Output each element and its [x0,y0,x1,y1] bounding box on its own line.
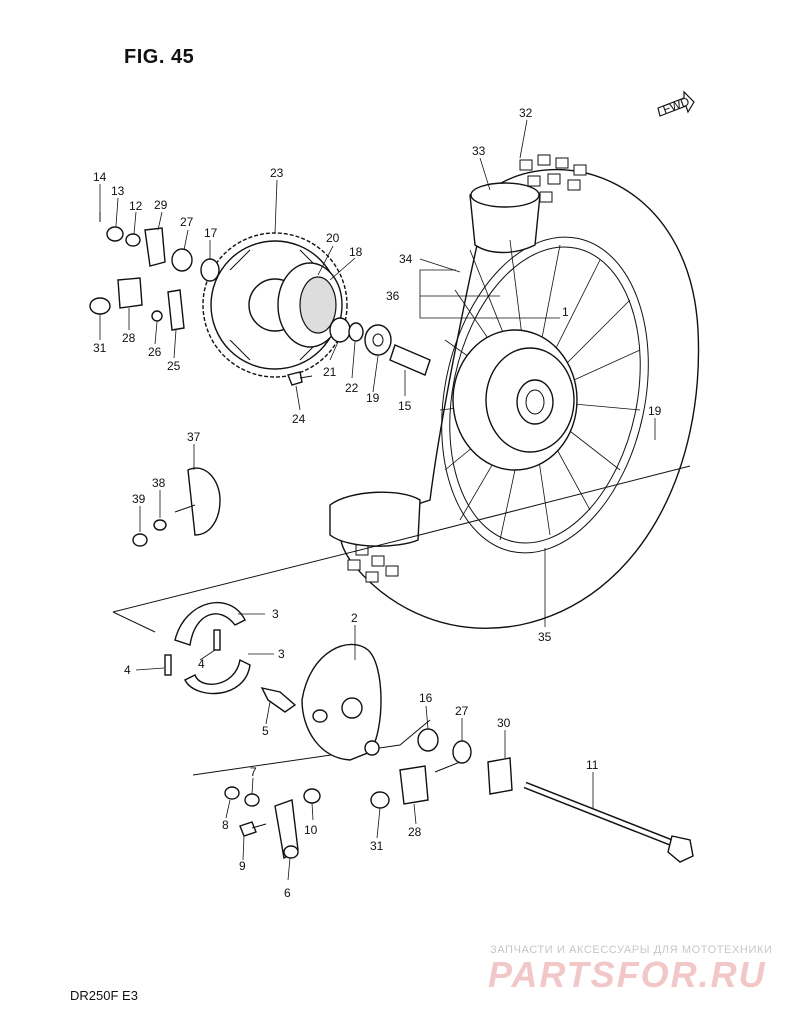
callout-38: 38 [152,476,166,490]
callout-17: 17 [204,226,218,240]
callout-28-upper: 28 [122,331,136,345]
callout-2: 2 [351,611,358,625]
callout-20: 20 [326,231,340,245]
callout-18: 18 [349,245,363,259]
callout-3-upper-shoe: 3 [272,607,279,621]
callout-7: 7 [250,765,257,779]
brake-panel [301,643,382,761]
fwd-arrow-icon: FWD [657,90,695,117]
callout-26: 26 [148,345,162,359]
callout-27-lower: 27 [455,704,469,718]
callout-39: 39 [132,492,146,506]
callout-6: 6 [284,886,291,900]
callout-23: 23 [270,166,284,180]
callout-15: 15 [398,399,412,413]
callout-10: 10 [304,823,318,837]
callout-11: 11 [586,758,599,772]
watermark-caption: ЗАПЧАСТИ И АКСЕССУАРЫ ДЛЯ МОТОТЕХНИКИ [490,944,773,956]
callout-36: 36 [386,289,400,303]
callout-22: 22 [345,381,359,395]
rear-axle [523,781,694,863]
callout-12: 12 [129,199,143,213]
callout-4-right: 4 [198,657,205,671]
figure-title: FIG. 45 [124,46,195,68]
callout-21: 21 [323,365,337,379]
callout-37: 37 [187,430,201,444]
callout-24: 24 [292,412,306,426]
callout-35: 35 [538,630,552,644]
callout-25: 25 [167,359,181,373]
wheel-hub [452,329,578,471]
callout-31-upper: 31 [93,341,107,355]
callout-9: 9 [239,859,246,873]
callout-28-lower: 28 [408,825,422,839]
callout-19-right: 19 [648,404,662,418]
callout-3-lower-shoe: 3 [278,647,285,661]
callout-16: 16 [419,691,433,705]
callout-27-upper: 27 [180,215,194,229]
callout-19-bearing: 19 [366,391,380,405]
callout-33: 33 [472,144,486,158]
callout-8: 8 [222,818,229,832]
callout-4-left: 4 [124,663,131,677]
callout-14: 14 [93,170,107,184]
fwd-label: FWD [661,94,692,117]
callout-30: 30 [497,716,511,730]
callout-1: 1 [562,305,569,319]
callout-34: 34 [399,252,413,266]
sprocket-drum [277,262,343,348]
callout-32: 32 [519,106,533,120]
callout-13: 13 [111,184,125,198]
callout-29: 29 [154,198,168,212]
model-code: DR250F E3 [70,988,138,1003]
watermark-logo: PARTSFOR.RU [488,954,767,995]
callout-31-lower: 31 [370,839,384,853]
callout-5: 5 [262,724,269,738]
